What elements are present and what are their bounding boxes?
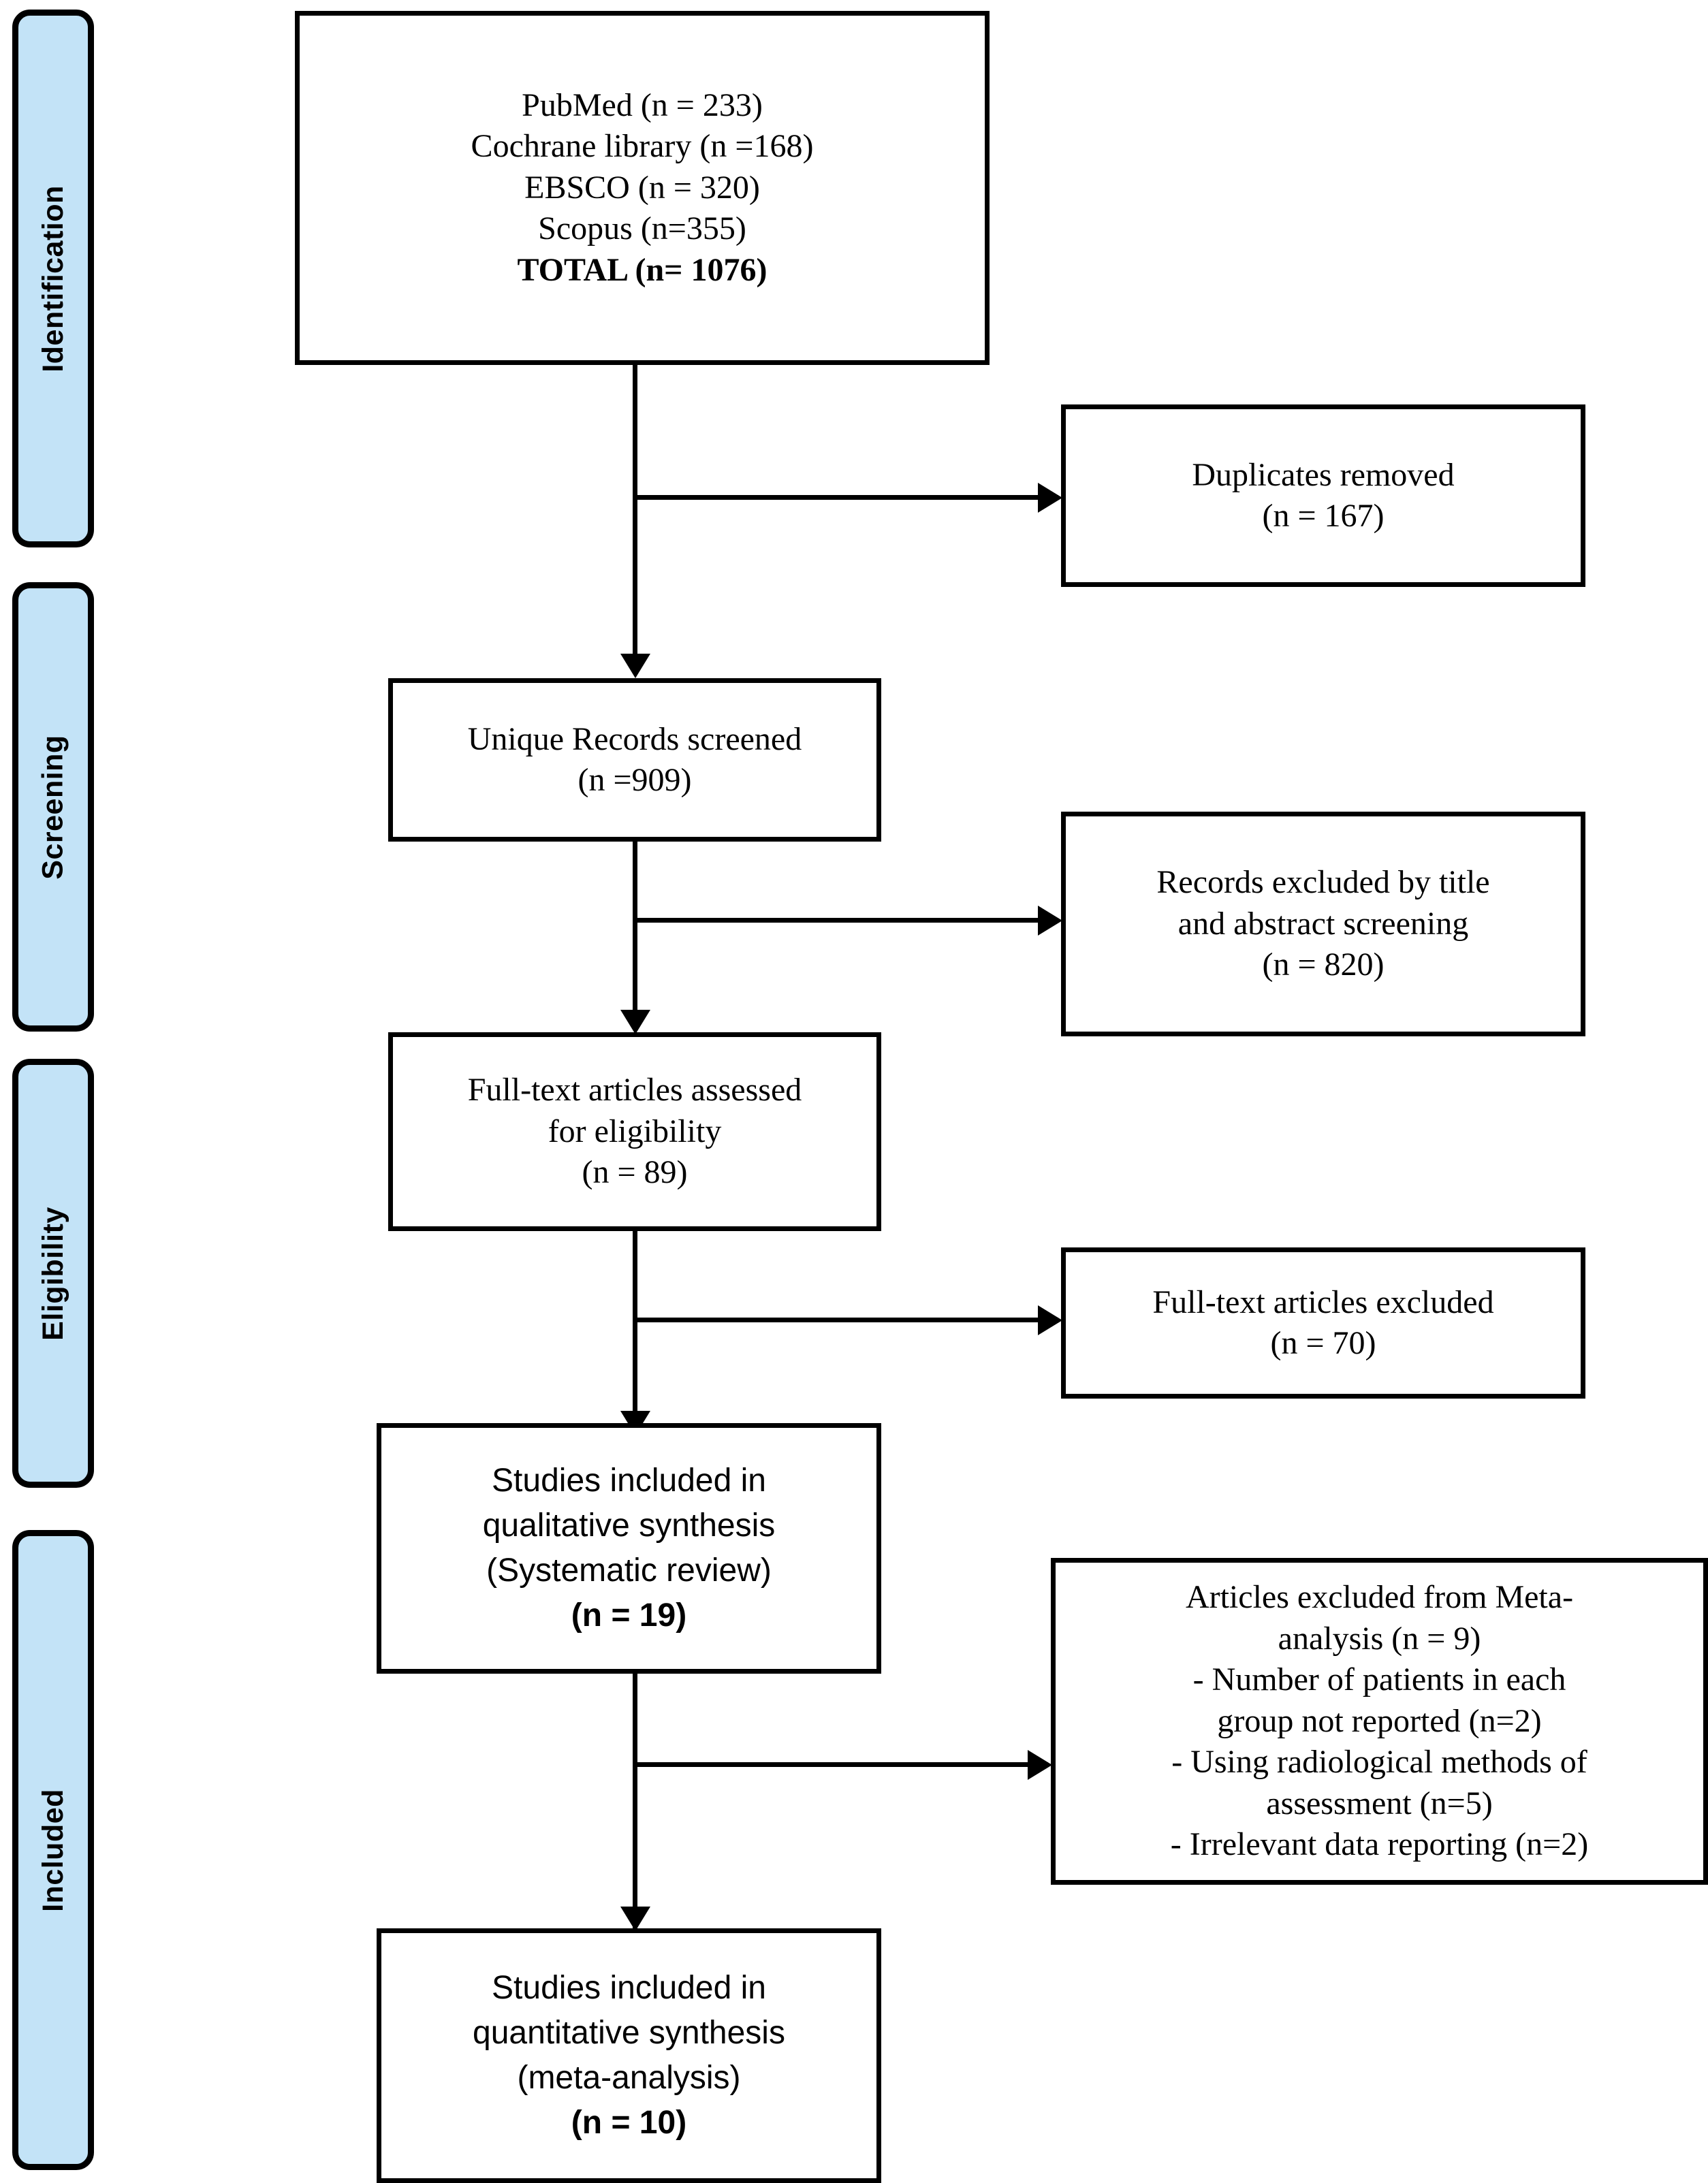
box-records-identified: PubMed (n = 233) Cochrane library (n =16… (295, 11, 990, 365)
connector-to-duplicates-removed (633, 495, 1058, 500)
meta-excluded-line2: analysis (n = 9) (1278, 1620, 1481, 1657)
box-quantitative-synthesis-text: Studies included in quantitative synthes… (381, 1966, 876, 2146)
box-duplicates-removed: Duplicates removed (n = 167) (1061, 404, 1585, 587)
arrow-into-duplicates-removed (1038, 483, 1062, 513)
box-duplicates-removed-text: Duplicates removed (n = 167) (1066, 455, 1581, 537)
source-line-cochrane: Cochrane library (n =168) (471, 128, 814, 165)
meta-excluded-line7: - Irrelevant data reporting (n=2) (1170, 1826, 1589, 1863)
stage-tab-included[interactable]: Included (12, 1530, 94, 2170)
connector-to-fulltext-excluded (633, 1318, 1058, 1322)
arrow-into-records-excluded (1038, 906, 1062, 936)
qualitative-synthesis-line3: (Systematic review) (486, 1552, 772, 1589)
stage-tab-screening-label: Screening (36, 734, 69, 880)
box-qualitative-synthesis-text: Studies included in qualitative synthesi… (381, 1459, 876, 1639)
source-line-total: TOTAL (n= 1076) (517, 251, 768, 288)
connector-fulltext-to-qualitative (633, 1230, 637, 1420)
quantitative-synthesis-line2: quantitative synthesis (473, 2014, 785, 2051)
fulltext-excluded-line1: Full-text articles excluded (1152, 1284, 1494, 1320)
arrow-into-meta-excluded (1028, 1750, 1052, 1780)
fulltext-assessed-line1: Full-text articles assessed (467, 1072, 802, 1109)
box-records-excluded-text: Records excluded by title and abstract s… (1066, 862, 1581, 985)
source-line-pubmed: PubMed (n = 233) (522, 86, 763, 123)
box-fulltext-excluded: Full-text articles excluded (n = 70) (1061, 1247, 1585, 1399)
arrow-into-records-screened (620, 654, 650, 678)
stage-tab-eligibility-label: Eligibility (36, 1206, 69, 1341)
arrow-into-fulltext-assessed (620, 1010, 650, 1034)
quantitative-synthesis-line1: Studies included in (492, 1969, 766, 2006)
box-fulltext-assessed: Full-text articles assessed for eligibil… (388, 1032, 881, 1231)
meta-excluded-line3: - Number of patients in each (1192, 1661, 1566, 1698)
box-meta-excluded-text: Articles excluded from Meta- analysis (n… (1056, 1577, 1703, 1865)
source-line-ebsco: EBSCO (n = 320) (524, 169, 760, 206)
fulltext-assessed-line3: (n = 89) (582, 1154, 688, 1191)
qualitative-synthesis-line4: (n = 19) (571, 1597, 687, 1634)
box-meta-excluded: Articles excluded from Meta- analysis (n… (1051, 1558, 1708, 1885)
connector-to-meta-excluded (633, 1762, 1048, 1767)
box-records-excluded: Records excluded by title and abstract s… (1061, 812, 1585, 1036)
fulltext-excluded-line2: (n = 70) (1270, 1325, 1376, 1361)
qualitative-synthesis-line1: Studies included in (492, 1462, 766, 1499)
records-excluded-line3: (n = 820) (1262, 946, 1385, 983)
stage-tab-included-label: Included (36, 1788, 69, 1912)
stage-tab-identification[interactable]: Identification (12, 10, 94, 547)
duplicates-removed-line1: Duplicates removed (1192, 456, 1455, 493)
stage-tab-identification-label: Identification (36, 185, 69, 372)
arrow-into-fulltext-excluded (1038, 1305, 1062, 1335)
meta-excluded-line5: - Using radiological methods of (1171, 1744, 1587, 1781)
box-records-screened: Unique Records screened (n =909) (388, 678, 881, 842)
box-records-identified-text: PubMed (n = 233) Cochrane library (n =16… (300, 85, 985, 291)
duplicates-removed-line2: (n = 167) (1262, 498, 1385, 534)
box-fulltext-excluded-text: Full-text articles excluded (n = 70) (1066, 1282, 1581, 1365)
connector-identification-to-screening (633, 363, 637, 663)
meta-excluded-line1: Articles excluded from Meta- (1185, 1579, 1574, 1616)
quantitative-synthesis-line4: (n = 10) (571, 2105, 687, 2141)
meta-excluded-line4: group not reported (n=2) (1217, 1702, 1542, 1739)
connector-to-records-excluded (633, 918, 1058, 923)
connector-qualitative-to-quantitative (633, 1670, 637, 1942)
box-quantitative-synthesis: Studies included in quantitative synthes… (377, 1928, 881, 2183)
records-excluded-line1: Records excluded by title (1156, 864, 1490, 901)
records-screened-line1: Unique Records screened (467, 720, 802, 757)
records-screened-line2: (n =909) (578, 762, 692, 798)
source-line-scopus: Scopus (n=355) (538, 210, 746, 247)
stage-tab-eligibility[interactable]: Eligibility (12, 1059, 94, 1488)
box-fulltext-assessed-text: Full-text articles assessed for eligibil… (393, 1070, 876, 1193)
box-records-screened-text: Unique Records screened (n =909) (393, 719, 876, 801)
meta-excluded-line6: assessment (n=5) (1266, 1785, 1493, 1821)
box-qualitative-synthesis: Studies included in qualitative synthesi… (377, 1423, 881, 1674)
stage-tab-screening[interactable]: Screening (12, 582, 94, 1032)
arrow-into-quantitative-synthesis (620, 1907, 650, 1931)
fulltext-assessed-line2: for eligibility (548, 1113, 722, 1149)
connector-screened-to-fulltext (633, 839, 637, 1019)
quantitative-synthesis-line3: (meta-analysis) (517, 2060, 741, 2096)
qualitative-synthesis-line2: qualitative synthesis (482, 1507, 776, 1544)
records-excluded-line2: and abstract screening (1177, 905, 1469, 942)
